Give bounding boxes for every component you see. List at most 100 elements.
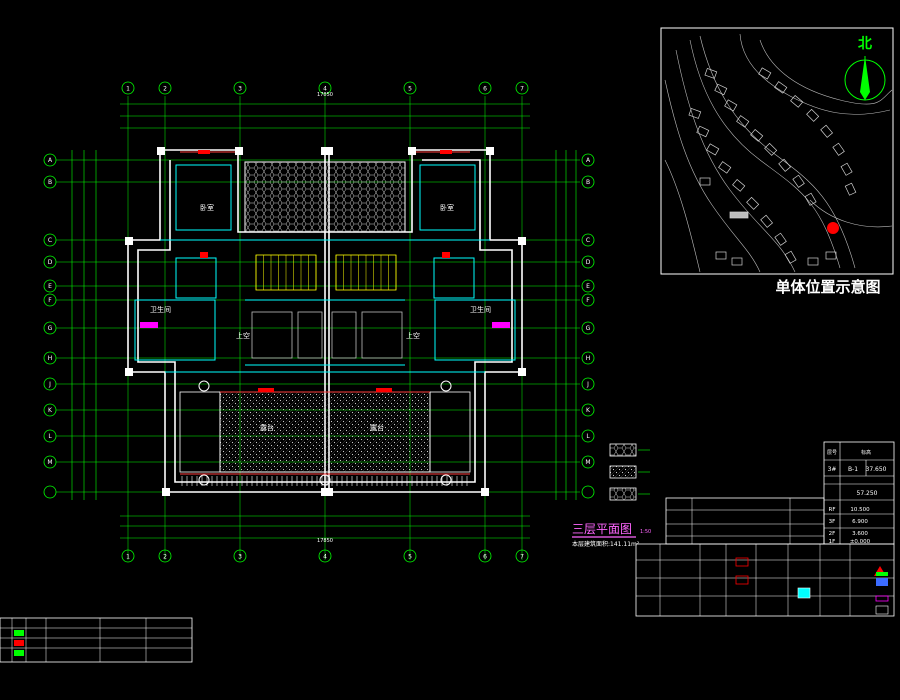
axis-label: 4 <box>323 86 327 93</box>
axis-label: M <box>47 459 52 466</box>
room-label: 卫生间 <box>150 305 171 314</box>
plan-scale: 1:50 <box>640 529 651 535</box>
room-label: 卫生间 <box>470 305 491 314</box>
hatch-legend <box>609 443 650 501</box>
room-label: 卧室 <box>440 203 454 212</box>
axis-bubble-icon <box>233 549 247 563</box>
axis-label: B <box>48 179 52 186</box>
stairs <box>255 254 397 291</box>
unit-code: 3# <box>828 466 837 473</box>
axis-bubble-icon <box>43 429 57 443</box>
level-name: 2F <box>829 531 836 537</box>
axis-label: D <box>586 259 591 266</box>
axis-label: G <box>48 325 53 332</box>
axis-bubble-icon <box>515 81 529 95</box>
site-contours <box>664 33 893 273</box>
balustrade <box>181 476 468 486</box>
axis-label: J <box>48 381 51 388</box>
axis-bubble-icon <box>581 321 595 335</box>
axis-label: K <box>48 407 53 414</box>
axis-bubble-icon <box>403 549 417 563</box>
axis-bubble-icon <box>158 81 172 95</box>
axis-bubble-icon <box>581 293 595 307</box>
floor-plan <box>125 147 526 496</box>
axis-label: 5 <box>408 554 412 561</box>
axis-label: H <box>48 355 53 362</box>
upper-terrace-hatch <box>244 161 406 233</box>
axis-bubble-icon <box>43 279 57 293</box>
axis-label: H <box>586 355 591 362</box>
axis-bubble-icon <box>43 293 57 307</box>
bottom-overall-dimension: 17850 <box>317 538 333 544</box>
round-columns <box>198 380 452 486</box>
axis-label: F <box>48 297 52 304</box>
axis-label: 6 <box>483 554 487 561</box>
north-arrow-icon <box>844 56 886 101</box>
axis-label: 7 <box>520 554 524 561</box>
level-name: 3F <box>829 519 836 525</box>
axis-bubble-icon <box>158 549 172 563</box>
hall-voids <box>251 311 403 359</box>
axis-bubble-icon <box>581 153 595 167</box>
axis-label: L <box>586 433 590 440</box>
axis-label: C <box>48 237 52 244</box>
level-table-header: 层号 <box>827 450 837 456</box>
axis-bubble-icon <box>43 485 57 499</box>
axis-bubble-icon <box>43 233 57 247</box>
axis-bubble-icon <box>581 485 595 499</box>
level-value: 3.600 <box>852 531 868 537</box>
inner-walls <box>134 164 516 373</box>
top-value: 37.650 <box>866 466 887 473</box>
axis-bubble-icon <box>121 549 135 563</box>
room-label: 卧室 <box>200 203 214 212</box>
axis-label: 2 <box>163 86 167 93</box>
axis-bubble-icon <box>581 255 595 269</box>
level-value: 6.900 <box>852 519 868 525</box>
axis-label: 2 <box>163 554 167 561</box>
axis-bubble-icon <box>43 321 57 335</box>
axis-bubble-icon <box>581 233 595 247</box>
top-overall-dimension: 17850 <box>317 92 333 98</box>
location-inset: 北 <box>660 27 894 275</box>
axis-label: E <box>586 283 590 290</box>
room-labels: 卧室 卧室 露台 露台 上空 上空 卫生间 卫生间 <box>150 203 491 432</box>
axis-bubble-icon <box>43 455 57 469</box>
axis-bubble-icon <box>478 81 492 95</box>
axis-bubble-icon <box>515 549 529 563</box>
axis-bubble-icon <box>581 403 595 417</box>
axis-bubble-icon <box>403 81 417 95</box>
level-name: 1F <box>829 539 836 545</box>
axis-label: 6 <box>483 86 487 93</box>
axis-label: J <box>586 381 589 388</box>
unit-name: B-1 <box>848 466 858 473</box>
axis-bubble-icon <box>43 153 57 167</box>
axis-label: D <box>48 259 53 266</box>
axis-label: G <box>586 325 591 332</box>
axis-label: F <box>586 297 590 304</box>
axis-label: K <box>586 407 591 414</box>
axis-label: A <box>48 157 53 164</box>
axis-label: 5 <box>408 86 412 93</box>
axis-bubble-icon <box>43 351 57 365</box>
axis-label: 7 <box>520 86 524 93</box>
peak-value: 57.250 <box>857 490 878 497</box>
plan-title: 三层平面图 <box>572 522 632 536</box>
axis-label: 3 <box>238 554 242 561</box>
axis-bubble-icon <box>581 429 595 443</box>
room-label: 上空 <box>236 331 250 340</box>
north-label: 北 <box>858 36 872 52</box>
axis-bubble-icon <box>43 255 57 269</box>
axis-bubble-icon <box>43 175 57 189</box>
lower-terrace-hatch <box>219 391 431 473</box>
axis-label: E <box>48 283 52 290</box>
room-label: 露台 <box>260 423 274 432</box>
level-value: ±0.000 <box>850 539 871 545</box>
axis-label: L <box>48 433 52 440</box>
schedule-grid <box>635 497 895 617</box>
room-label: 露台 <box>370 423 384 432</box>
axis-bubble-icon <box>581 455 595 469</box>
axis-bubble-icon <box>318 549 332 563</box>
axis-bubble-icon <box>43 377 57 391</box>
